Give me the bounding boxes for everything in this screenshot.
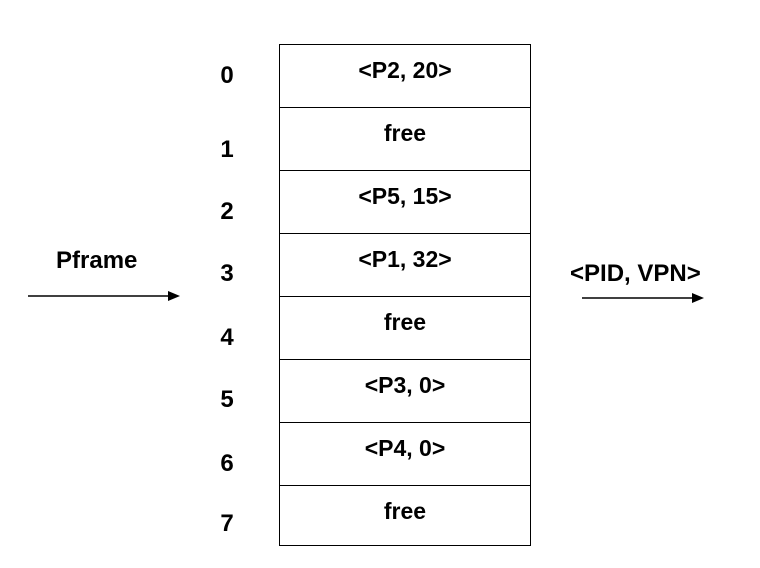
table-row: <P3, 0> [280,359,530,421]
output-arrow [582,293,704,303]
frame-index: 5 [220,386,234,413]
frame-entry: free [383,498,427,524]
table-row: <P4, 0> [280,422,530,484]
output-label: <PID, VPN> [570,260,701,287]
table-row: <P5, 15> [280,170,530,232]
table-row: <P2, 20> [280,45,530,107]
table-row: <P1, 32> [280,233,530,295]
frame-entry: <P2, 20> [358,57,452,83]
frame-entry: free [383,309,427,335]
frame-index: 4 [220,324,234,351]
input-label: Pframe [56,247,138,274]
frame-index: 2 [220,198,234,225]
frame-entry: free [383,120,427,146]
frame-entry: <P1, 32> [358,246,452,272]
frame-entry: <P3, 0> [364,372,446,398]
frame-entry: <P4, 0> [364,435,446,461]
frame-index: 3 [220,260,234,287]
input-arrow [28,291,180,301]
frame-entry: <P5, 15> [358,183,452,209]
frame-index: 0 [220,62,234,89]
table-row: free [280,107,530,169]
inverted-page-table: <P2, 20> free <P5, 15> <P1, 32> free <P3… [279,44,531,546]
table-row: free [280,485,530,547]
frame-index: 7 [220,510,234,537]
table-row: free [280,296,530,358]
frame-index: 6 [220,450,234,477]
frame-index: 1 [220,136,234,163]
